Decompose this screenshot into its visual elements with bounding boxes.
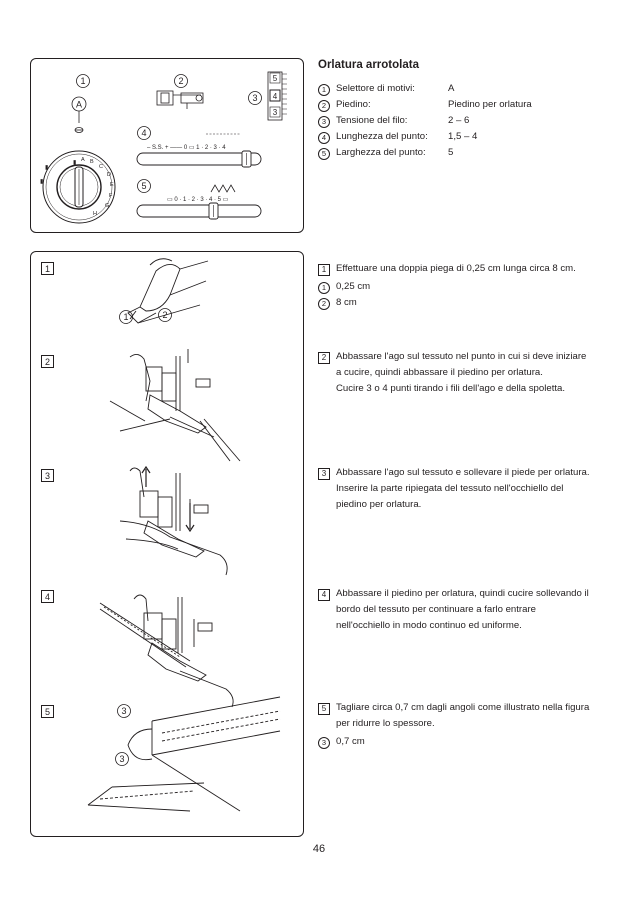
svg-text:▭ 0 · 1 · 2 · 3 · 4 · 5 ▭: ▭ 0 · 1 · 2 · 3 · 4 · 5 ▭ [167, 197, 229, 203]
callout-5-label: 5 [141, 181, 146, 191]
fingers-folding-fabric-illustration [127, 258, 209, 324]
callout-2-label: 2 [178, 76, 183, 86]
svg-text:3: 3 [273, 108, 278, 117]
step-2-marker: 2 [41, 355, 54, 368]
step-5-callout-3-bottom-label: 3 [119, 754, 124, 764]
hemmer-foot-stitching-illustration [99, 594, 234, 708]
callout-3-label: 3 [252, 93, 257, 103]
svg-text:F: F [109, 193, 113, 199]
svg-text:G: G [105, 203, 109, 209]
steps-illustration-panel [30, 251, 304, 837]
callout-4-label: 4 [141, 128, 146, 138]
svg-text:5: 5 [273, 74, 278, 83]
svg-text:C: C [99, 164, 103, 170]
pattern-letter: A [76, 100, 82, 110]
hemmer-foot-raised-illustration [119, 467, 228, 576]
svg-text:B: B [90, 159, 94, 165]
svg-text:▮: ▮ [45, 165, 48, 171]
step-1-marker: 1 [41, 262, 54, 275]
callout-1-label: 1 [80, 76, 85, 86]
svg-text:4: 4 [273, 92, 278, 101]
svg-text:– S.S. + —— 0 ▭ 1 · 2 · 3 ·: – S.S. + —— 0 ▭ 1 · 2 · 3 · 4 [147, 145, 226, 151]
step-3-marker: 3 [41, 469, 54, 482]
hemmer-foot-sewing-illustration [109, 349, 241, 462]
svg-text:E: E [110, 182, 114, 188]
machine-settings-illustration: 1 A ▮ ▮ ▮ A B C D E F G H 2 [40, 71, 287, 224]
hemmer-foot-icon [156, 90, 204, 109]
callout-3 [248, 91, 262, 105]
pattern-selector-dial-icon: ▮ ▮ ▮ A B C D E F G H [40, 150, 116, 224]
settings-illustration-panel: 1 A ▮ ▮ ▮ A B C D E F G H 2 [30, 58, 304, 233]
step-1-callout-1-label: 1 [123, 312, 128, 322]
page-title: Orlatura arrotolata [318, 59, 419, 71]
thread-tension-dial-icon: 5 4 3 [267, 71, 287, 121]
step-1-callout-1 [119, 310, 133, 324]
svg-text:▮: ▮ [73, 160, 76, 166]
step-5-callout-3-bottom [115, 752, 129, 766]
svg-text:D: D [107, 172, 111, 178]
step-1-callout-2-label: 2 [162, 310, 167, 320]
step-5-marker: 5 [41, 705, 54, 718]
svg-text:H: H [93, 211, 97, 217]
callout-1 [76, 74, 90, 88]
callout-2 [174, 74, 188, 88]
step-5-callout-3-top [117, 704, 131, 718]
callout-4 [137, 126, 151, 140]
svg-text:▮: ▮ [40, 179, 43, 185]
page-number: 46 [312, 843, 326, 855]
step-1-callout-2 [158, 308, 172, 322]
stitch-length-dial-icon: – S.S. + —— 0 ▭ 1 · 2 · 3 · 4 [136, 133, 262, 168]
svg-text:A: A [81, 157, 85, 163]
step-illustrations: 1 2 3 3 [87, 258, 281, 812]
stitch-width-dial-icon: ▭ 0 · 1 · 2 · 3 · 4 · 5 ▭ [136, 184, 262, 220]
arrow-up-icon [141, 465, 151, 487]
arrow-down-icon [185, 503, 195, 533]
fabric-corner-cut-illustration [87, 696, 281, 812]
step-4-marker: 4 [41, 590, 54, 603]
step-5-callout-3-top-label: 3 [121, 706, 126, 716]
callout-5 [137, 179, 151, 193]
